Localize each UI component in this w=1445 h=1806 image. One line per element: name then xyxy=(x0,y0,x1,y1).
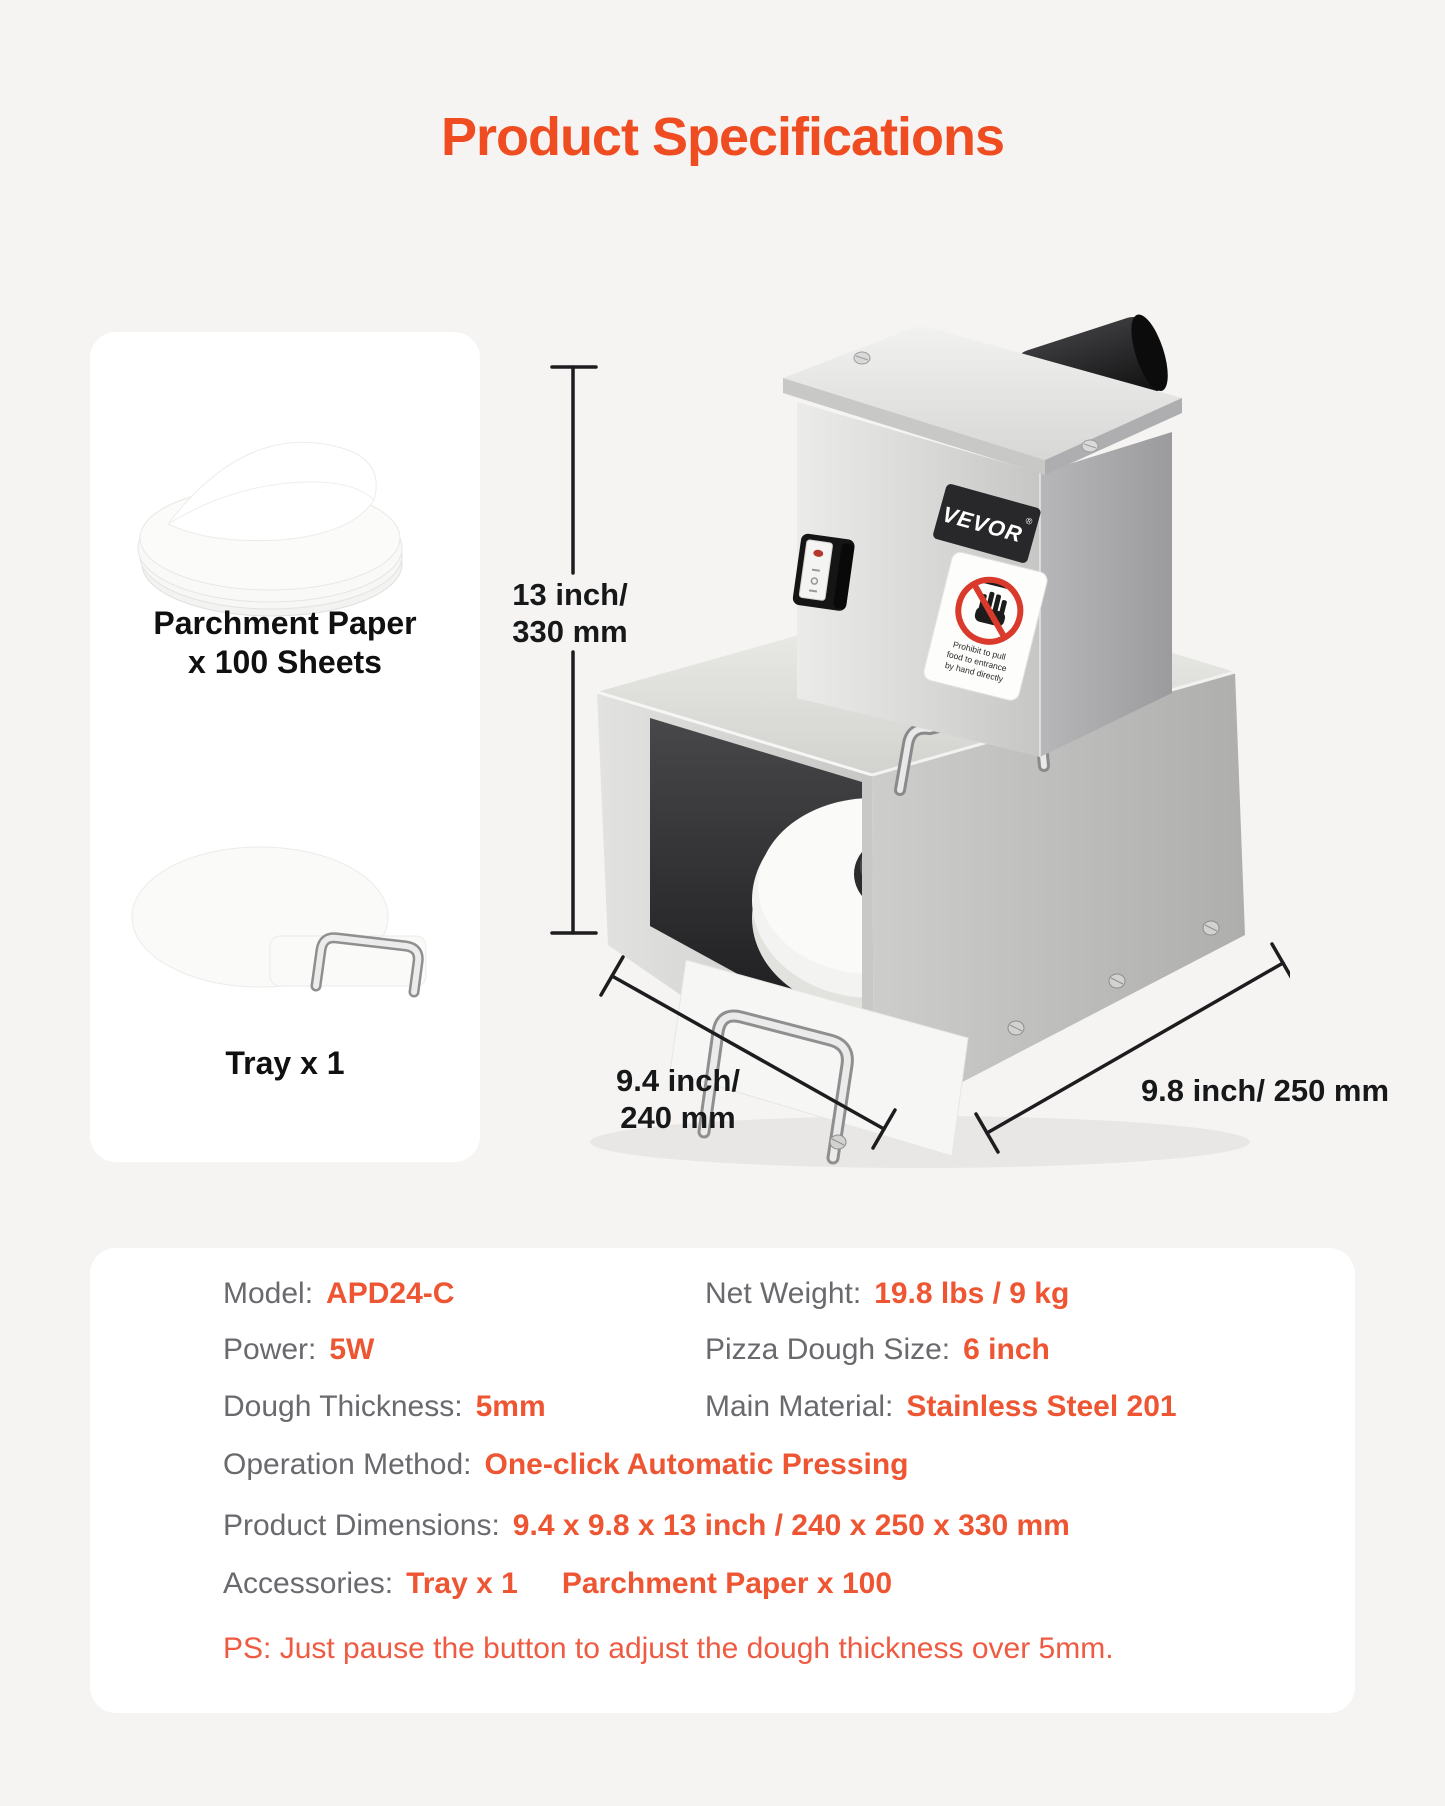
spec-model: Model: APD24-C xyxy=(223,1277,454,1317)
parchment-paper-image xyxy=(120,362,440,642)
lid-screws xyxy=(853,351,1099,453)
spec-net-weight: Net Weight: 19.8 lbs / 9 kg xyxy=(705,1277,1069,1317)
spec-dough-size-label: Pizza Dough Size: xyxy=(705,1333,951,1366)
spec-net-weight-value: 19.8 lbs / 9 kg xyxy=(874,1277,1070,1310)
spec-accessories-label: Accessories: xyxy=(223,1567,394,1600)
machine-image: VEVOR ® xyxy=(500,270,1290,1170)
machine-head: VEVOR ® xyxy=(783,314,1182,757)
spec-material-value: Stainless Steel 201 xyxy=(906,1390,1177,1423)
parchment-paper-label: Parchment Paper x 100 Sheets xyxy=(90,604,480,682)
height-dimension-label: 13 inch/ 330 mm xyxy=(470,576,670,650)
spec-model-value: APD24-C xyxy=(326,1277,455,1310)
spec-net-weight-label: Net Weight: xyxy=(705,1277,862,1310)
spec-material: Main Material: Stainless Steel 201 xyxy=(705,1390,1177,1430)
parchment-paper-icon xyxy=(137,441,403,617)
height-dimension-line2: 330 mm xyxy=(512,614,628,649)
spec-operation-method-value: One-click Automatic Pressing xyxy=(484,1448,909,1481)
tray-in-machine xyxy=(669,959,969,1157)
tray-icon xyxy=(131,846,427,998)
spec-dough-thickness-value: 5mm xyxy=(475,1390,546,1423)
parchment-paper-label-line2: x 100 Sheets xyxy=(188,644,382,680)
spec-material-label: Main Material: xyxy=(705,1390,894,1423)
vevor-logo: VEVOR ® xyxy=(933,484,1041,563)
tray-image xyxy=(120,832,440,1032)
pressing-plate xyxy=(752,798,862,1013)
tray-label: Tray x 1 xyxy=(225,1045,345,1081)
depth-dimension-line1: 9.4 inch/ xyxy=(615,1063,741,1098)
dough-press-machine-icon: VEVOR ® xyxy=(550,314,1290,1168)
height-dimension-line1: 13 inch/ xyxy=(512,577,628,612)
power-switch xyxy=(792,533,855,611)
head-side-face xyxy=(1040,432,1172,757)
depth-dimension-line xyxy=(599,955,897,1150)
specs-card xyxy=(90,1248,1355,1713)
spec-accessories-value2: Parchment Paper x 100 xyxy=(561,1567,893,1600)
depth-dimension-label: 9.4 inch/ 240 mm xyxy=(598,1062,758,1136)
parchment-paper-label-line1: Parchment Paper xyxy=(153,605,417,641)
spec-power: Power: 5W xyxy=(223,1333,374,1373)
spec-operation-method-label: Operation Method: xyxy=(223,1448,472,1481)
head-lid xyxy=(783,325,1182,460)
spec-accessories: Accessories: Tray x 1 Parchment Paper x … xyxy=(223,1567,892,1607)
spec-model-label: Model: xyxy=(223,1277,314,1310)
width-dimension-label: 9.8 inch/ 250 mm xyxy=(1140,1073,1390,1108)
depth-dimension-line2: 240 mm xyxy=(620,1100,736,1135)
spec-dough-thickness-label: Dough Thickness: xyxy=(223,1390,463,1423)
spec-power-label: Power: xyxy=(223,1333,317,1366)
spec-product-dimensions-label: Product Dimensions: xyxy=(223,1509,500,1542)
spec-dough-thickness: Dough Thickness: 5mm xyxy=(223,1390,546,1430)
dimension-lines xyxy=(550,365,1290,1154)
spec-dough-size: Pizza Dough Size: 6 inch xyxy=(705,1333,1050,1373)
prohibition-circle xyxy=(955,576,1024,645)
spec-accessories-value1: Tray x 1 xyxy=(406,1567,518,1600)
spec-note: PS: Just pause the button to adjust the … xyxy=(223,1632,1114,1665)
height-dimension-line xyxy=(550,365,598,935)
warning-sticker: Prohibit to pull food to entrance by han… xyxy=(923,551,1048,701)
spec-power-value: 5W xyxy=(329,1333,375,1366)
page-title: Product Specifications xyxy=(440,107,1005,167)
width-dimension-line xyxy=(974,942,1290,1154)
spec-dough-size-value: 6 inch xyxy=(963,1333,1050,1366)
switch-indicator-light xyxy=(813,549,824,557)
vevor-logo-reg: ® xyxy=(1024,515,1033,527)
base-screws xyxy=(829,920,1220,1150)
spec-product-dimensions: Product Dimensions: 9.4 x 9.8 x 13 inch … xyxy=(223,1509,1070,1549)
spec-product-dimensions-value: 9.4 x 9.8 x 13 inch / 240 x 250 x 330 mm xyxy=(512,1509,1070,1542)
spec-operation-method: Operation Method: One-click Automatic Pr… xyxy=(223,1448,909,1488)
